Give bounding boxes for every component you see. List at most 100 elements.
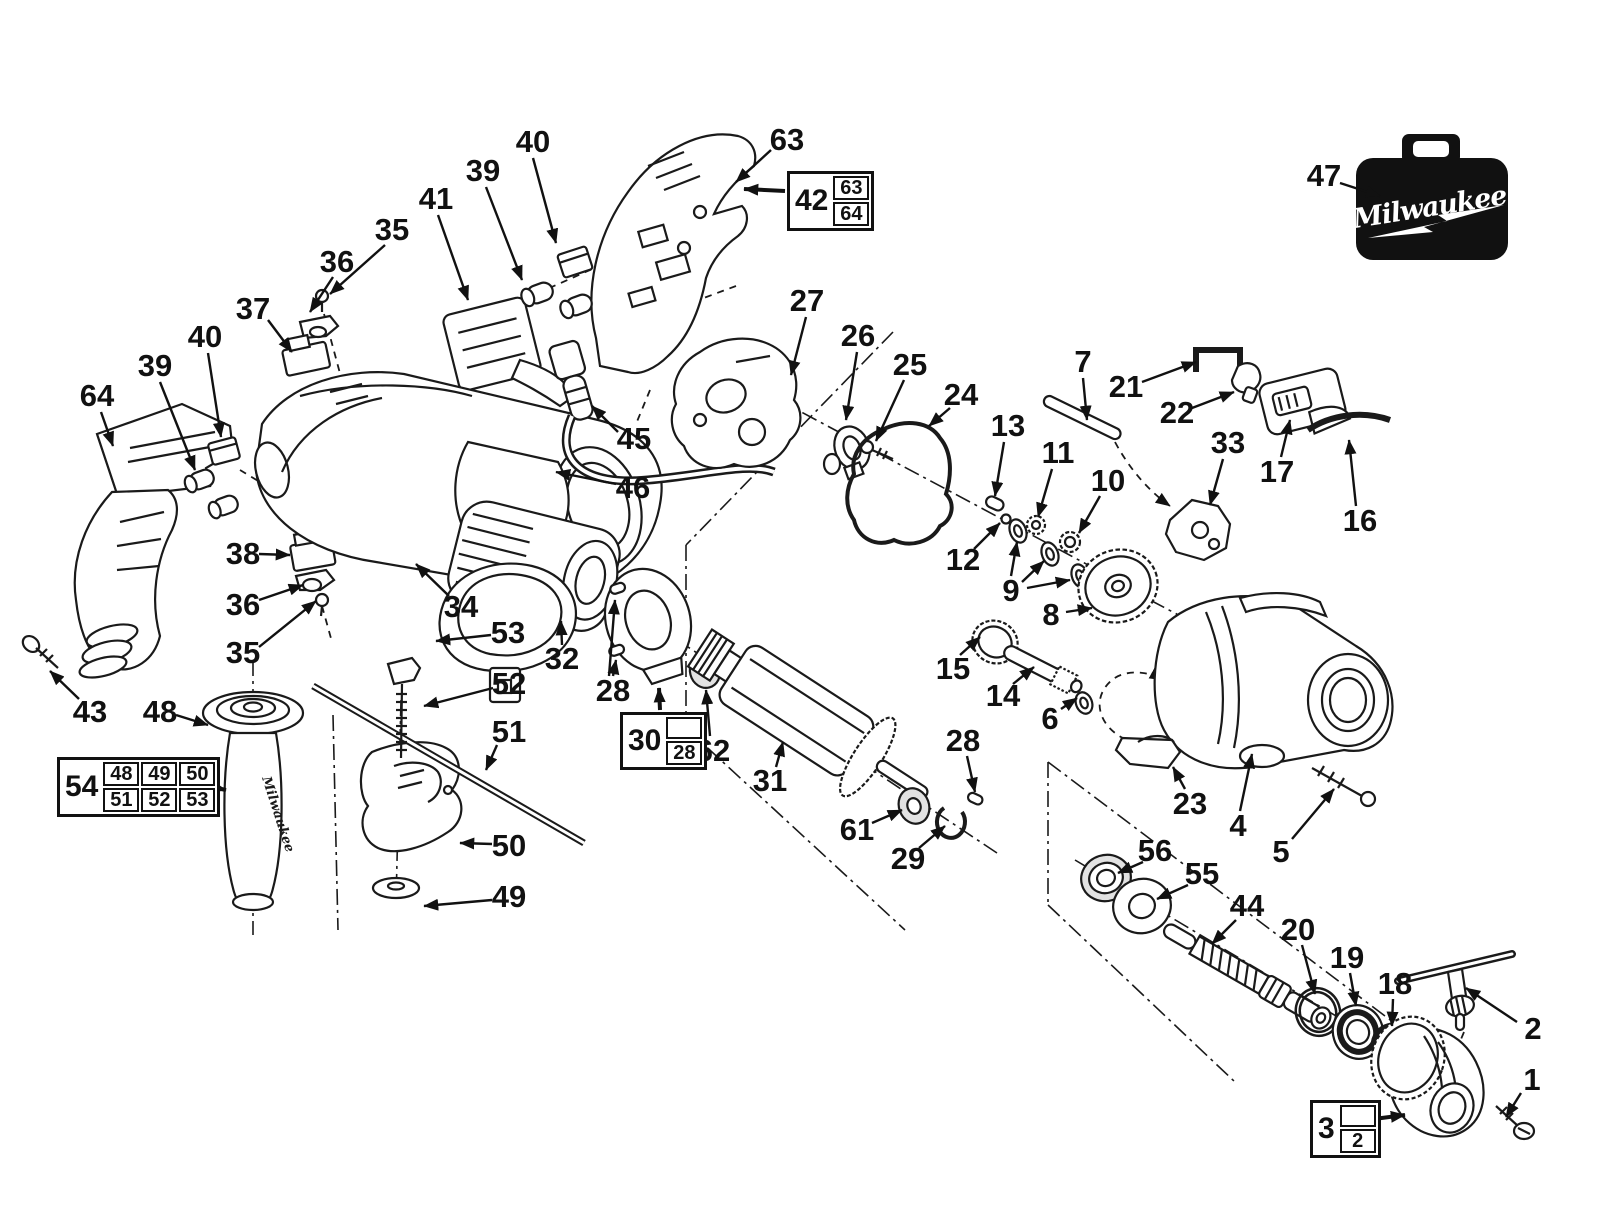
bearing-plate-drawing <box>670 337 802 469</box>
callout-14: 14 <box>985 678 1021 713</box>
callout-40: 40 <box>187 319 223 354</box>
leader-line <box>1191 390 1235 410</box>
leader-line <box>1238 753 1255 812</box>
leader-line <box>1504 1092 1523 1118</box>
leader-line <box>1079 377 1092 421</box>
screw-drawing-1 <box>1495 1105 1536 1141</box>
leader-line <box>1156 883 1189 901</box>
callout-25: 25 <box>892 347 928 382</box>
callout-20: 20 <box>1280 912 1316 947</box>
callout-box-cell: 50 <box>179 762 216 786</box>
leader-line <box>1171 766 1187 790</box>
leader-line <box>555 620 568 646</box>
callout-2: 2 <box>1524 1011 1542 1046</box>
callout-8: 8 <box>1042 597 1060 632</box>
leader-line <box>1347 972 1360 1007</box>
callout-37: 37 <box>235 291 271 326</box>
callout-11: 11 <box>1041 435 1075 470</box>
leader-line <box>1386 998 1399 1027</box>
gear-drawing-8 <box>1077 548 1159 624</box>
callout-box-main: 3 <box>1318 1112 1335 1145</box>
callout-5: 5 <box>1272 834 1290 869</box>
callout-61: 61 <box>839 812 875 847</box>
callout-box-main: 42 <box>795 184 829 217</box>
leader-line <box>435 633 492 646</box>
callout-15: 15 <box>935 651 971 686</box>
callout-box-main: 54 <box>65 770 99 803</box>
callout-53: 53 <box>490 615 526 650</box>
leader-line <box>555 468 617 486</box>
leader-line <box>1008 541 1021 577</box>
leader-line <box>1465 987 1518 1023</box>
clip-drawing-16 <box>1306 411 1392 433</box>
callout-52: 52 <box>491 666 527 701</box>
selector-drawing-17 <box>1258 367 1352 436</box>
callout-45: 45 <box>616 421 652 456</box>
leader-line <box>918 825 946 849</box>
baffle-drawing-30 <box>603 567 693 686</box>
callout-27: 27 <box>789 283 825 318</box>
callout-32: 32 <box>544 641 580 676</box>
leader-line <box>874 379 906 442</box>
callout-7: 7 <box>1074 344 1092 379</box>
leader-line <box>531 157 559 244</box>
leader-line <box>788 316 808 376</box>
contact-parts-left <box>183 436 241 520</box>
pin-drawing-28a <box>609 581 627 595</box>
screw-drawing-5 <box>1311 765 1377 808</box>
leader-line <box>1117 860 1144 875</box>
callout-35: 35 <box>225 635 261 670</box>
callout-36: 36 <box>225 587 261 622</box>
leader-line <box>735 149 772 183</box>
leader-line <box>1300 944 1318 995</box>
leader-line <box>329 244 386 295</box>
callout-box-cell: 2 <box>1339 1129 1376 1153</box>
callout-29: 29 <box>890 841 926 876</box>
callout-28: 28 <box>945 723 981 758</box>
cord-drawing <box>561 414 776 486</box>
callout-24: 24 <box>943 377 979 412</box>
callout-19: 19 <box>1329 940 1365 975</box>
leader-line <box>965 755 978 793</box>
leader-line <box>1060 697 1078 712</box>
callout-box-cell: 53 <box>179 788 216 812</box>
lever-drawing-22 <box>1230 362 1262 404</box>
callout-10: 10 <box>1090 463 1126 498</box>
callout-box-cell <box>666 717 703 739</box>
callout-39: 39 <box>137 348 173 383</box>
leader-line <box>175 713 209 727</box>
carry-case-drawing: Milwaukee <box>1350 134 1509 260</box>
leader-line <box>1291 788 1335 840</box>
leader-line <box>959 636 981 656</box>
callout-9: 9 <box>1002 573 1020 608</box>
leader-line <box>1279 419 1293 458</box>
callout-33: 33 <box>1210 425 1246 460</box>
leader-line <box>258 583 304 602</box>
brush-assembly-top <box>281 288 340 377</box>
leader-line <box>436 214 470 301</box>
callout-55: 55 <box>1184 856 1220 891</box>
gearshaft-drawing-14 <box>971 619 1083 695</box>
bracket-drawing-33 <box>1164 498 1232 562</box>
lightning-bolt-icon <box>1368 205 1504 238</box>
leader-line <box>928 407 951 427</box>
callout-box-cell: 28 <box>666 741 703 765</box>
callout-1: 1 <box>1523 1062 1541 1097</box>
leader-line <box>973 522 1001 550</box>
leader-line <box>267 319 293 353</box>
leader-line <box>1036 468 1054 518</box>
leader-line <box>773 741 785 768</box>
leader-line <box>1141 360 1197 384</box>
callout-box-cell: 49 <box>141 762 178 786</box>
leader-line <box>484 186 524 281</box>
leader-line <box>743 183 786 196</box>
leader-line <box>871 808 903 825</box>
callout-21: 21 <box>1108 369 1144 404</box>
callout-box-main: 30 <box>628 724 662 757</box>
leader-line <box>258 548 291 561</box>
gearcase-drawing <box>1153 591 1394 770</box>
callout-26: 26 <box>840 318 876 353</box>
